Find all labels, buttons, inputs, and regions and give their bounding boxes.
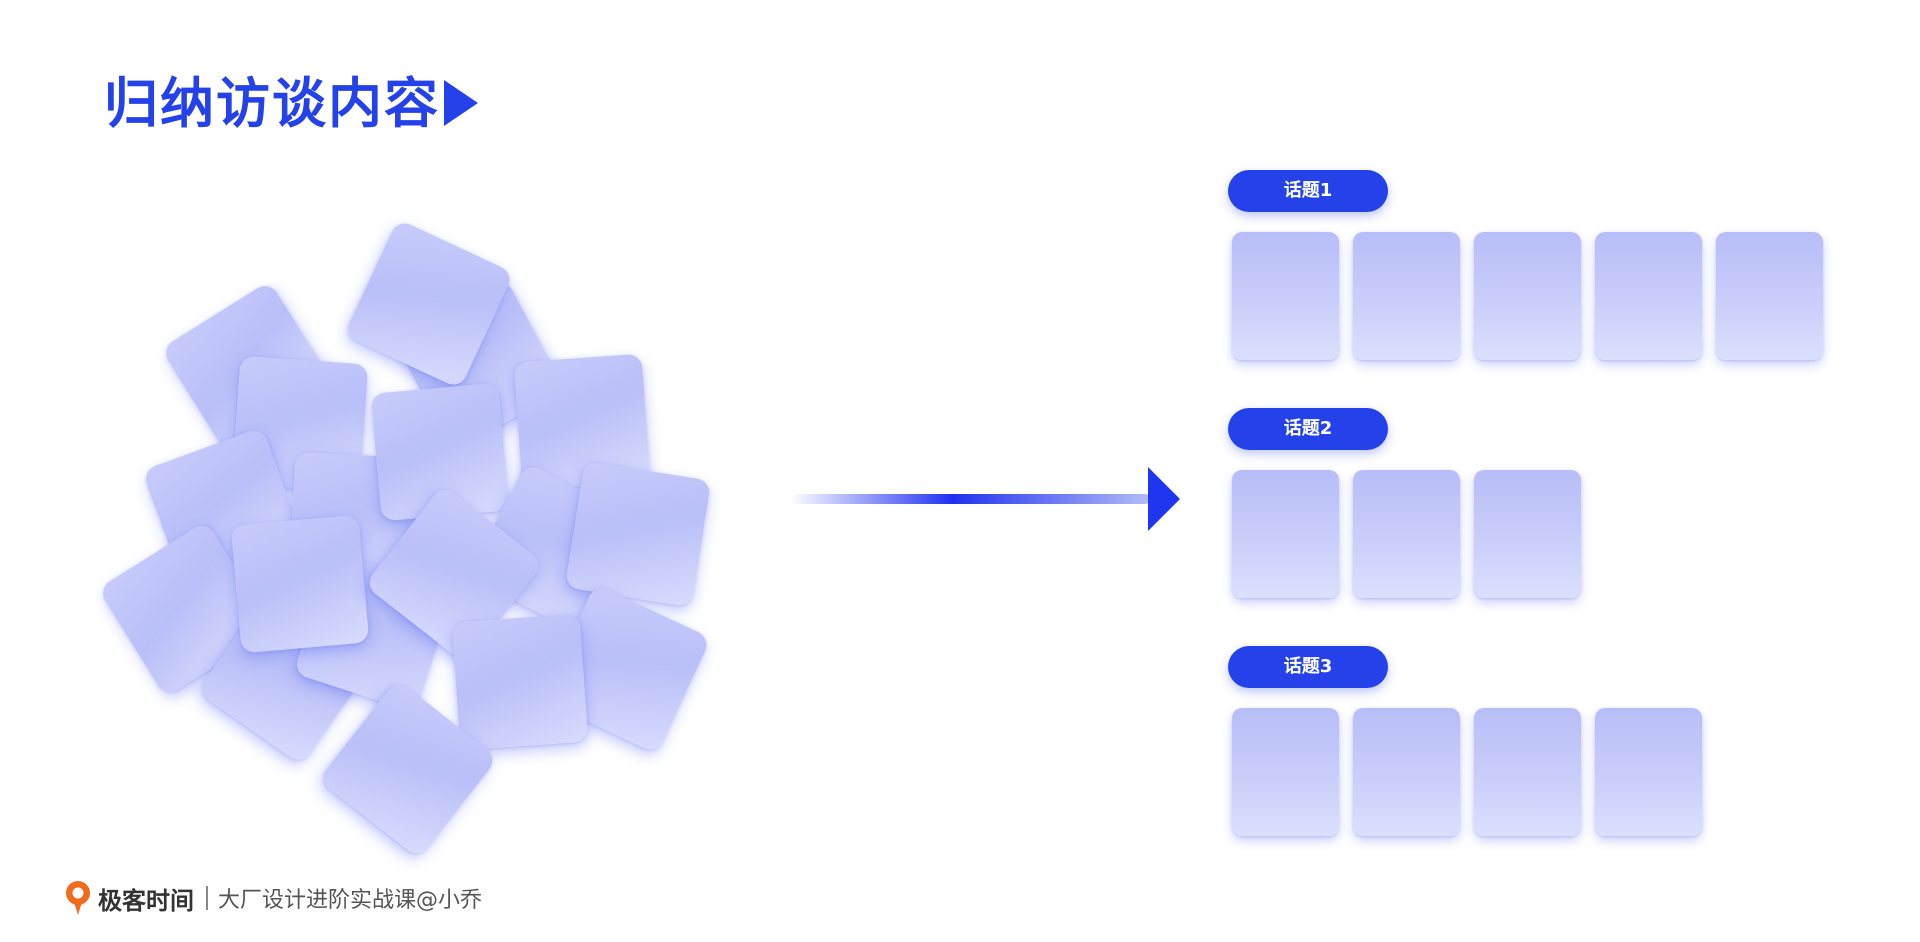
topic-label: 话题2 — [1228, 408, 1388, 450]
topic-card — [1474, 708, 1581, 836]
topic-card-row — [1232, 708, 1702, 836]
scattered-card — [564, 460, 712, 608]
topic-card — [1353, 470, 1460, 598]
topic-card — [1474, 470, 1581, 598]
topic-card — [1716, 232, 1823, 360]
geektime-logo-icon — [66, 881, 90, 915]
play-triangle-icon — [444, 80, 478, 126]
unsorted-cards-cluster — [0, 0, 760, 900]
scattered-card — [230, 514, 370, 654]
topic-card — [1595, 708, 1702, 836]
topic-label: 话题3 — [1228, 646, 1388, 688]
topic-card-row — [1232, 470, 1581, 598]
footer-divider — [206, 886, 208, 910]
topic-card — [1232, 708, 1339, 836]
arrow-right-icon — [1148, 467, 1180, 531]
topic-card — [1232, 232, 1339, 360]
footer: 极客时间 大厂设计进阶实战课@小乔 — [64, 880, 482, 916]
page-title: 归纳访谈内容 — [104, 72, 440, 135]
topic-card — [1232, 470, 1339, 598]
connector-arrow-line — [790, 494, 1150, 504]
topic-card — [1595, 232, 1702, 360]
topic-card — [1474, 232, 1581, 360]
topic-card — [1353, 708, 1460, 836]
topic-card — [1353, 232, 1460, 360]
topic-label: 话题1 — [1228, 170, 1388, 212]
scattered-card — [451, 613, 589, 751]
brand-name: 极客时间 — [98, 886, 194, 915]
course-name: 大厂设计进阶实战课@小乔 — [218, 888, 483, 913]
topic-card-row — [1232, 232, 1823, 360]
